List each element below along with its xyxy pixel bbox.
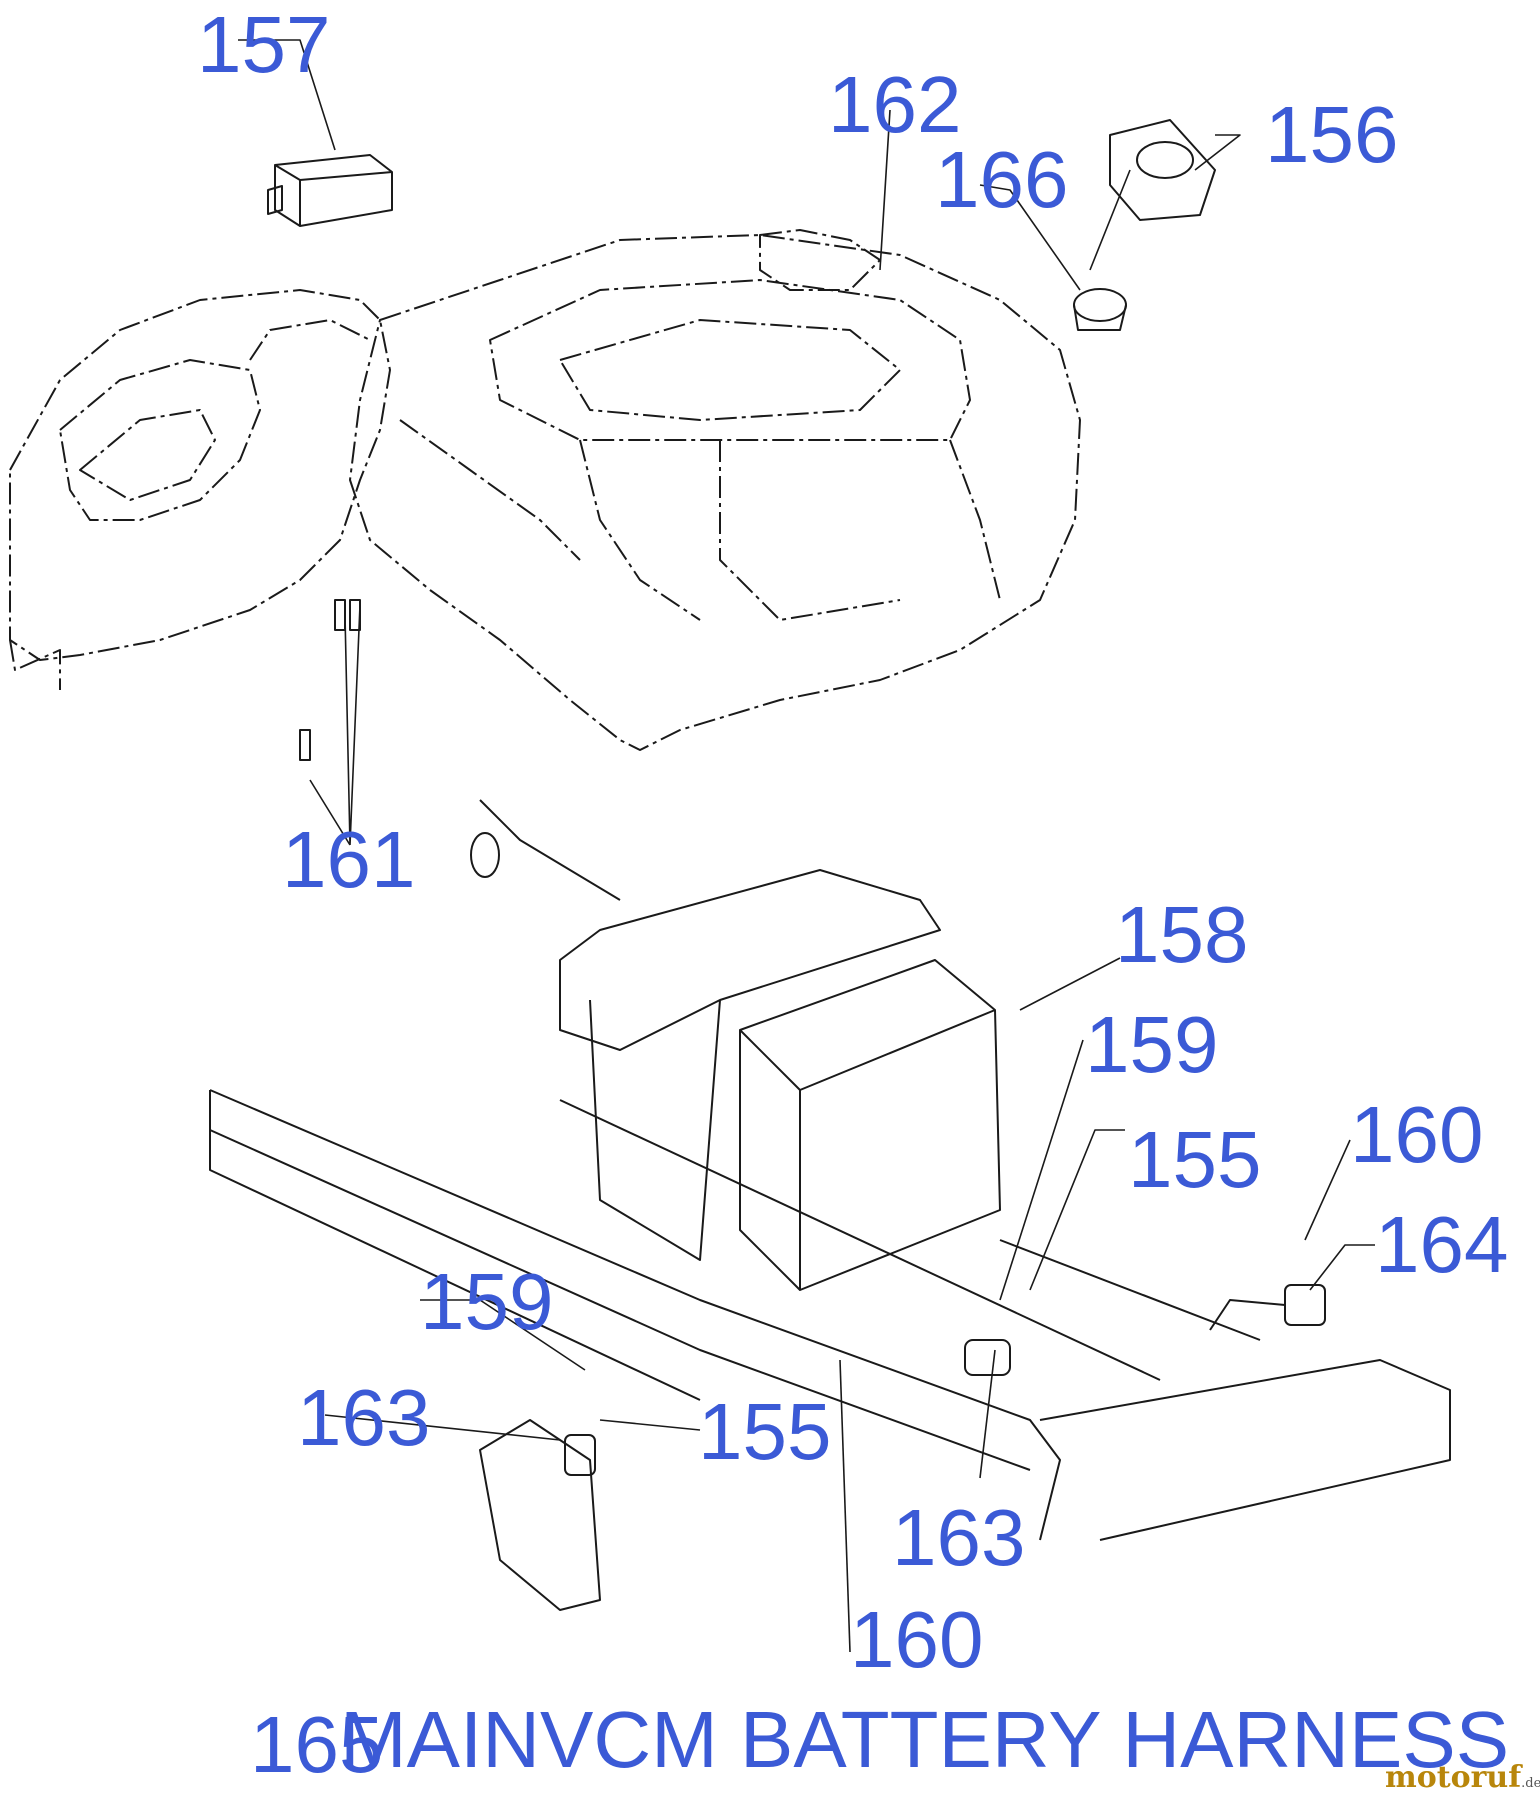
leader-lines (238, 39, 1375, 1653)
part-156-bracket (1109, 119, 1216, 221)
part-158-battery (739, 959, 1001, 1291)
main-frame (209, 1089, 1451, 1611)
part-166-switch (1073, 288, 1127, 331)
watermark-logo: motoruf.de (1385, 1760, 1540, 1795)
callout-161: 161 (282, 815, 416, 904)
left-fender (9, 289, 391, 690)
part-164-harness-switch (1209, 1284, 1326, 1331)
hood-body (349, 229, 1081, 751)
callout-166: 166 (935, 135, 1069, 224)
watermark-suffix: .de (1521, 1776, 1540, 1791)
callout-155-right: 155 (1128, 1115, 1262, 1204)
callout-164: 164 (1375, 1200, 1509, 1289)
battery-tray (470, 799, 941, 1261)
callout-159-right: 159 (1085, 1000, 1219, 1089)
callout-158: 158 (1115, 890, 1249, 979)
part-157-module (267, 154, 393, 227)
callout-160-bottom: 160 (850, 1595, 984, 1684)
callout-157: 157 (197, 0, 331, 89)
callout-155-left: 155 (698, 1387, 832, 1476)
footer-part-number: 165 (250, 1700, 384, 1789)
part-163-switch-left (564, 1434, 596, 1476)
callout-160-right: 160 (1350, 1090, 1484, 1179)
watermark-text: motoruf (1385, 1760, 1522, 1795)
callout-162: 162 (828, 60, 962, 149)
part-163-switch-right (964, 1339, 1011, 1376)
part-161-screws (299, 599, 361, 761)
callout-159-left: 159 (420, 1257, 554, 1346)
callout-156: 156 (1265, 90, 1399, 179)
callout-163-right: 163 (892, 1493, 1026, 1582)
callout-163-left: 163 (297, 1373, 431, 1462)
footer-part-title: MAINVCM BATTERY HARNESS (340, 1695, 1510, 1784)
